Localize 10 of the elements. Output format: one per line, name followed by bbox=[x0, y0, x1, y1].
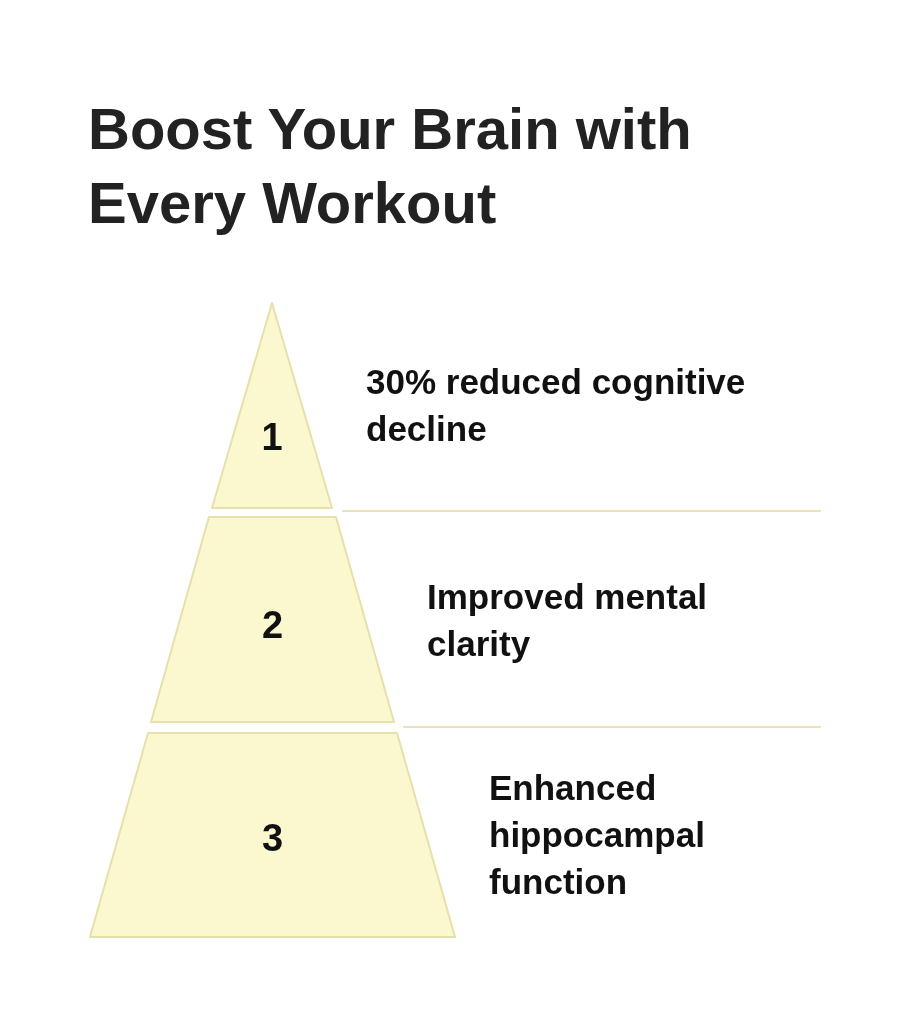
tier-description: 30% reduced cognitive decline bbox=[366, 361, 747, 450]
pyramid-tier bbox=[89, 732, 456, 938]
pyramid-tier bbox=[211, 302, 333, 509]
tier-description: Enhanced hippocampal function bbox=[489, 767, 706, 903]
tier-number: 1 bbox=[260, 415, 284, 459]
tier-number: 3 bbox=[260, 816, 285, 860]
tier-number: 2 bbox=[260, 603, 285, 647]
pyramid-tier bbox=[150, 516, 395, 723]
tier-description: Improved mental clarity bbox=[427, 576, 709, 665]
title: Boost Your Brain with Every Workout bbox=[88, 95, 693, 237]
